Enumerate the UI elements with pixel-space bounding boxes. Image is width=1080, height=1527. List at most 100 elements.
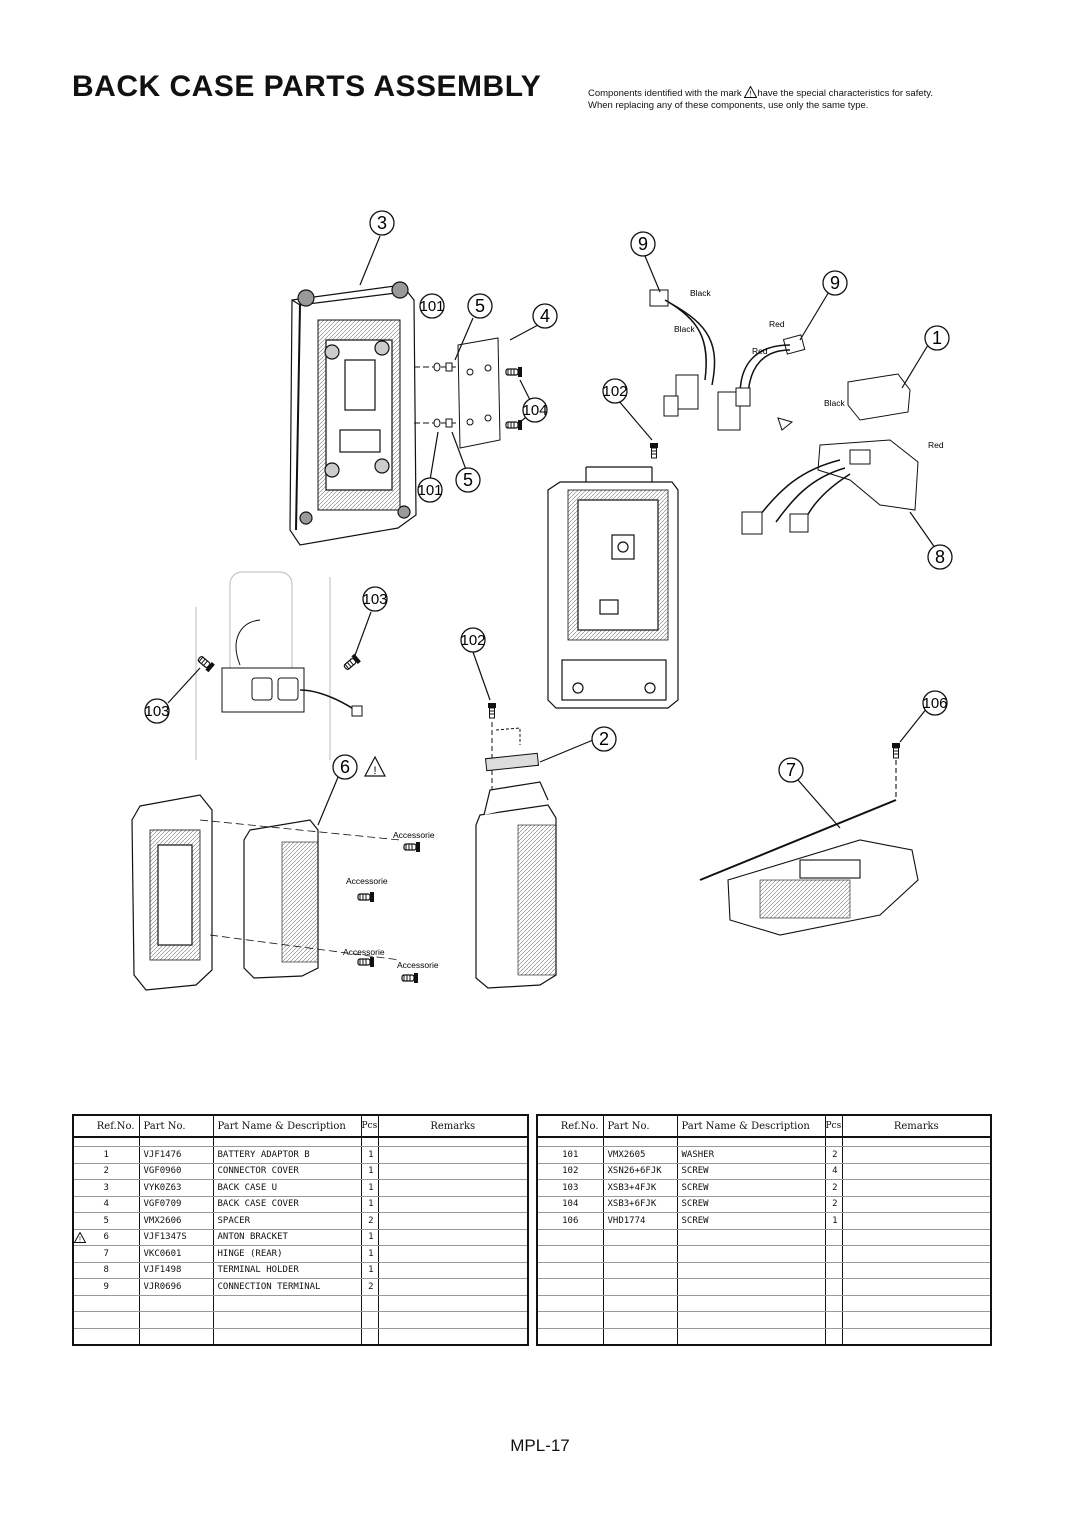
part-no: VGF0960 — [138, 1163, 213, 1180]
safety-notice: Components identified with the mark ! ha… — [588, 86, 933, 112]
col-header-remarks: Remarks — [377, 1114, 529, 1138]
pcs: 4 — [824, 1163, 842, 1180]
pcs: 1 — [360, 1229, 378, 1246]
col-header-pcs: Pcs — [824, 1114, 843, 1138]
callout-3: 3 — [377, 213, 387, 233]
rear-board-drawing — [547, 466, 679, 709]
pcs: 2 — [824, 1179, 842, 1197]
svg-text:!: ! — [373, 765, 376, 777]
table-row-empty — [72, 1311, 528, 1329]
table-row: 103 XSB3+4FJK SCREW 2 — [536, 1179, 991, 1197]
callout-102b: 102 — [460, 632, 485, 649]
col-header-part: Part No. — [138, 1114, 214, 1138]
col-header-ref: Ref.No. — [536, 1114, 604, 1138]
table-row-empty — [536, 1262, 991, 1279]
table-row: 9 VJR0696 CONNECTION TERMINAL 2 — [72, 1278, 528, 1296]
table-row: ! 6 VJF1347S ANTON BRACKET 1 — [72, 1229, 528, 1246]
part-no: VMX2605 — [602, 1146, 677, 1164]
callout-8: 8 — [935, 547, 945, 567]
part-name: SCREW — [676, 1196, 825, 1213]
part-no: VKC0601 — [138, 1245, 213, 1263]
col-header-remarks: Remarks — [841, 1114, 992, 1138]
notice-text-before-mark: Components identified with the mark — [588, 88, 742, 99]
leader-lines — [167, 235, 941, 829]
part-name: BACK CASE COVER — [212, 1196, 361, 1213]
table-row: 3 VYK0Z63 BACK CASE U 1 — [72, 1179, 528, 1197]
table-row-empty — [536, 1278, 991, 1296]
table-row: 106 VHD1774 SCREW 1 — [536, 1212, 991, 1230]
table-row: 104 XSB3+6FJK SCREW 2 — [536, 1196, 991, 1213]
part-name: CONNECTION TERMINAL — [212, 1278, 361, 1296]
part-no: VHD1774 — [602, 1212, 677, 1230]
table-row: 101 VMX2605 WASHER 2 — [536, 1146, 991, 1164]
accessory-label-3: Accessorie — [343, 947, 385, 957]
back-case-u-drawing — [289, 281, 417, 546]
pcs: 1 — [824, 1212, 842, 1230]
part-no: VGF0709 — [138, 1196, 213, 1213]
ref-no: 3 — [72, 1179, 139, 1197]
callout-5a: 5 — [475, 296, 485, 316]
table-row-empty — [72, 1328, 528, 1346]
ref-no: 101 — [536, 1146, 603, 1164]
wire-label-black-1: Black — [690, 288, 712, 298]
safety-notice-line1: Components identified with the mark ! ha… — [588, 86, 933, 100]
table-row-empty — [536, 1245, 991, 1263]
pcs: 1 — [360, 1146, 378, 1164]
ref-no: 103 — [536, 1179, 603, 1197]
wire-label-red-1: Red — [769, 319, 785, 329]
table-row: 102 XSN26+6FJK SCREW 4 — [536, 1163, 991, 1180]
part-name: SPACER — [212, 1212, 361, 1230]
callout-6-warning-icon: ! — [364, 755, 386, 777]
svg-text:!: ! — [79, 1236, 81, 1243]
table-row-empty — [536, 1229, 991, 1246]
parts-table-right: Ref.No. Part No. Part Name & Description… — [536, 1114, 992, 1346]
pcs: 1 — [360, 1163, 378, 1180]
table-row-empty — [72, 1295, 528, 1312]
ref-no: 1 — [72, 1146, 139, 1164]
ref-no: 5 — [72, 1212, 139, 1230]
table-row: 1 VJF1476 BATTERY ADAPTOR B 1 — [72, 1146, 528, 1164]
ref-no: 4 — [72, 1196, 139, 1213]
table-row: 8 VJF1498 TERMINAL HOLDER 1 — [72, 1262, 528, 1279]
parts-table-left: Ref.No. Part No. Part Name & Description… — [72, 1114, 529, 1346]
ref-no: 106 — [536, 1212, 603, 1230]
col-header-name: Part Name & Description — [212, 1114, 362, 1138]
callout-102a: 102 — [602, 383, 627, 400]
part-no: VJR0696 — [138, 1278, 213, 1296]
hinge-rear-drawing — [699, 760, 919, 936]
table-row-empty — [536, 1311, 991, 1329]
pcs: 2 — [360, 1212, 378, 1230]
callout-103a: 103 — [362, 591, 387, 608]
battery-adaptor-drawing — [741, 373, 919, 535]
part-no: VMX2606 — [138, 1212, 213, 1230]
pcs: 1 — [360, 1262, 378, 1279]
ref-no: 7 — [72, 1245, 139, 1263]
wire-label-black-2: Black — [674, 324, 696, 334]
callout-2: 2 — [599, 729, 609, 749]
part-name: TERMINAL HOLDER — [212, 1262, 361, 1279]
part-name: CONNECTOR COVER — [212, 1163, 361, 1180]
table-row-empty — [536, 1295, 991, 1312]
col-header-ref: Ref.No. — [72, 1114, 140, 1138]
accessory-label-1: Accessorie — [393, 830, 435, 840]
connection-terminal-drawing — [649, 289, 806, 431]
col-header-pcs: Pcs — [360, 1114, 379, 1138]
accessory-label-2: Accessorie — [346, 876, 388, 886]
callout-4: 4 — [540, 306, 550, 326]
part-name: SCREW — [676, 1163, 825, 1180]
part-name: BACK CASE U — [212, 1179, 361, 1197]
part-name: BATTERY ADAPTOR B — [212, 1146, 361, 1164]
col-header-part: Part No. — [602, 1114, 678, 1138]
ref-no: 102 — [536, 1163, 603, 1180]
page-title: BACK CASE PARTS ASSEMBLY — [72, 70, 542, 103]
callout-1: 1 — [932, 328, 942, 348]
callout-101b: 101 — [417, 482, 442, 499]
part-name: ANTON BRACKET — [212, 1229, 361, 1246]
col-header-name: Part Name & Description — [676, 1114, 826, 1138]
ref-no: 8 — [72, 1262, 139, 1279]
part-no: VYK0Z63 — [138, 1179, 213, 1197]
page-number: MPL-17 — [510, 1436, 570, 1455]
pcs: 2 — [824, 1146, 842, 1164]
callout-numbers: 3 9 9 1 101 5 4 102 104 101 5 8 103 102 … — [144, 213, 947, 780]
pcs: 2 — [824, 1196, 842, 1213]
